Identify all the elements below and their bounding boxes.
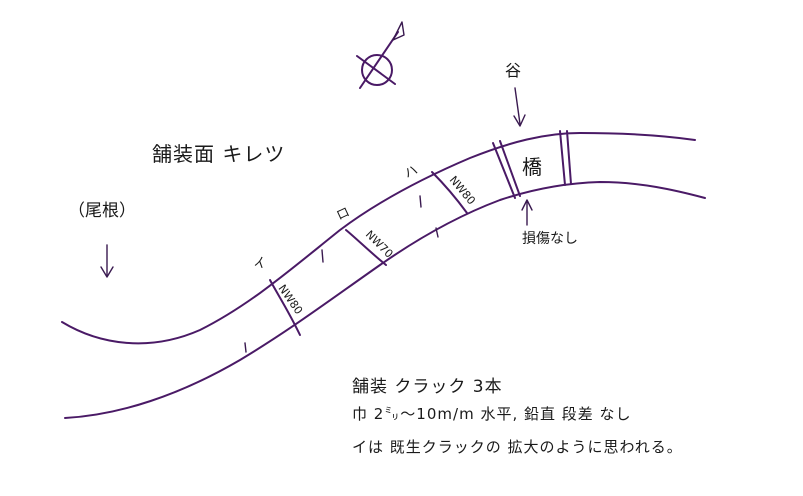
sketch-title: 舗装面 キレツ (152, 142, 286, 166)
crack-width-label: NW80 (447, 174, 478, 208)
road-lower-edge (64, 181, 706, 419)
ridge-arrowhead (100, 266, 114, 278)
bridge-label: 橋 (522, 155, 542, 179)
valley-arrowhead (513, 114, 526, 127)
north-arrow-icon (356, 21, 405, 89)
crack-width-label: NW70 (363, 228, 396, 261)
tick-mark (419, 195, 422, 208)
crack-line-ro (345, 229, 387, 266)
note-line: イは 既生クラックの 拡大のように思われる。 (352, 438, 683, 456)
tick-mark (244, 342, 247, 353)
note-line: 巾 2㍉〜10m/m 水平, 鉛直 段差 なし (352, 405, 632, 423)
road-upper-edge (61, 132, 696, 345)
valley-arrow (514, 87, 521, 125)
no-damage-arrowhead (521, 199, 533, 211)
no-damage-label: 損傷なし (522, 231, 578, 247)
crack-line-ha (431, 171, 468, 214)
bridge-line-left-1 (492, 142, 516, 199)
crack-line-i (269, 279, 301, 336)
note-line: 舗装 クラック 3本 (352, 377, 503, 397)
bridge-line-right-2 (566, 130, 572, 185)
ridge-label: （尾根） (68, 201, 136, 221)
tick-mark (435, 227, 439, 238)
tick-mark (321, 249, 324, 263)
bridge-line-left-2 (499, 140, 521, 197)
bridge-line-right-1 (559, 130, 566, 186)
valley-label: 谷 (505, 61, 522, 80)
